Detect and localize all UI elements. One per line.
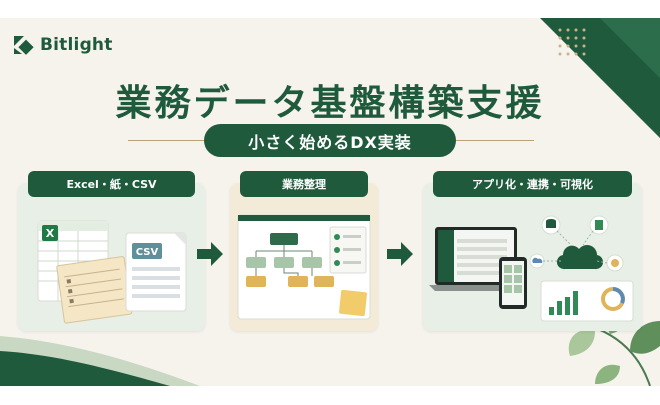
- corner-decoration: [540, 18, 660, 138]
- corner-wave-decoration: [0, 336, 200, 386]
- step-panel-organize: 業務整理: [230, 171, 378, 331]
- hero-banner: Bitlight 業務データ基盤構築支援 小さく始めるDX実装 Excel・紙・…: [0, 18, 660, 386]
- devices-and-cloud-illustration: [429, 215, 634, 322]
- step-label: アプリ化・連携・可視化: [433, 171, 632, 197]
- csv-badge: CSV: [136, 247, 159, 258]
- arrow-right-icon: [197, 242, 223, 266]
- brand-name: Bitlight: [40, 35, 113, 55]
- step-label: Excel・紙・CSV: [28, 171, 195, 197]
- spreadsheet-and-paper-illustration: X CSV: [37, 220, 187, 324]
- arrow-right-icon: [387, 242, 413, 266]
- logo-mark-icon: [14, 36, 34, 55]
- step-label: 業務整理: [240, 171, 368, 197]
- divider-right: [456, 140, 534, 141]
- divider-left: [128, 140, 206, 141]
- brand-logo[interactable]: Bitlight: [12, 34, 113, 56]
- subtitle-badge: 小さく始めるDX実装: [204, 124, 456, 157]
- step-panel-source-data: Excel・紙・CSV X CSV: [18, 171, 205, 331]
- excel-icon: X: [46, 227, 55, 240]
- workflow-board-illustration: [237, 214, 371, 320]
- step-panel-apps: アプリ化・連携・可視化: [423, 171, 642, 331]
- page-title: 業務データ基盤構築支援: [115, 83, 545, 124]
